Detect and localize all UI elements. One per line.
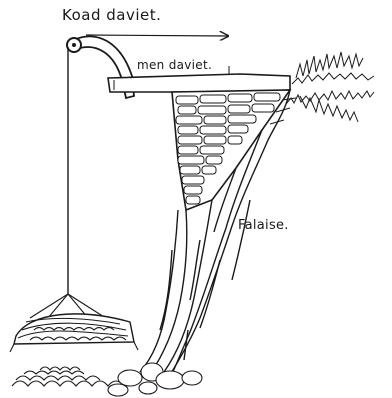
- stone-icon: [182, 371, 202, 385]
- label-koad-daviet: Koad daviet.: [62, 8, 161, 23]
- label-falaise: Falaise.: [238, 219, 289, 232]
- masonry-wall: [172, 90, 290, 210]
- koad-leader-arrow: [86, 35, 228, 36]
- seaweed-net: [10, 294, 138, 352]
- stone-icon: [156, 371, 184, 389]
- stone-icon: [139, 382, 157, 394]
- stone-icon: [118, 370, 142, 386]
- stone-icon: [108, 384, 128, 396]
- grass-tufts: [286, 52, 374, 122]
- label-men-daviet: men daviet.: [137, 59, 212, 71]
